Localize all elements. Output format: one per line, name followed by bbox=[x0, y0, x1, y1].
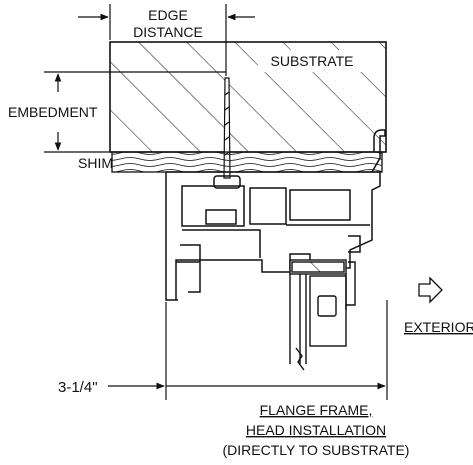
frame-extrusion bbox=[165, 171, 381, 301]
edge-distance-label-line2: DISTANCE bbox=[133, 24, 203, 40]
edge-distance-dimension bbox=[78, 4, 255, 76]
substrate-label: SUBSTRATE bbox=[271, 53, 354, 69]
embedment-label: EMBEDMENT bbox=[8, 104, 98, 120]
dimension-label: 3-1/4" bbox=[58, 379, 98, 396]
frame-depth-dimension bbox=[108, 300, 388, 400]
embedment-dimension bbox=[44, 71, 226, 153]
shim bbox=[111, 151, 383, 173]
edge-distance-label-line1: EDGE bbox=[148, 7, 188, 23]
caption-line1: FLANGE FRAME, bbox=[260, 402, 373, 418]
shim-label: SHIM bbox=[78, 155, 113, 171]
exterior-arrow-icon bbox=[418, 276, 443, 304]
caption-line2: HEAD INSTALLATION bbox=[246, 422, 386, 438]
exterior-label: EXTERIOR bbox=[404, 319, 473, 335]
sash-glazing bbox=[289, 259, 356, 371]
substrate-block bbox=[109, 41, 387, 153]
drip-flange bbox=[371, 129, 386, 173]
caption-line3: (DIRECTLY TO SUBSTRATE) bbox=[223, 442, 410, 458]
